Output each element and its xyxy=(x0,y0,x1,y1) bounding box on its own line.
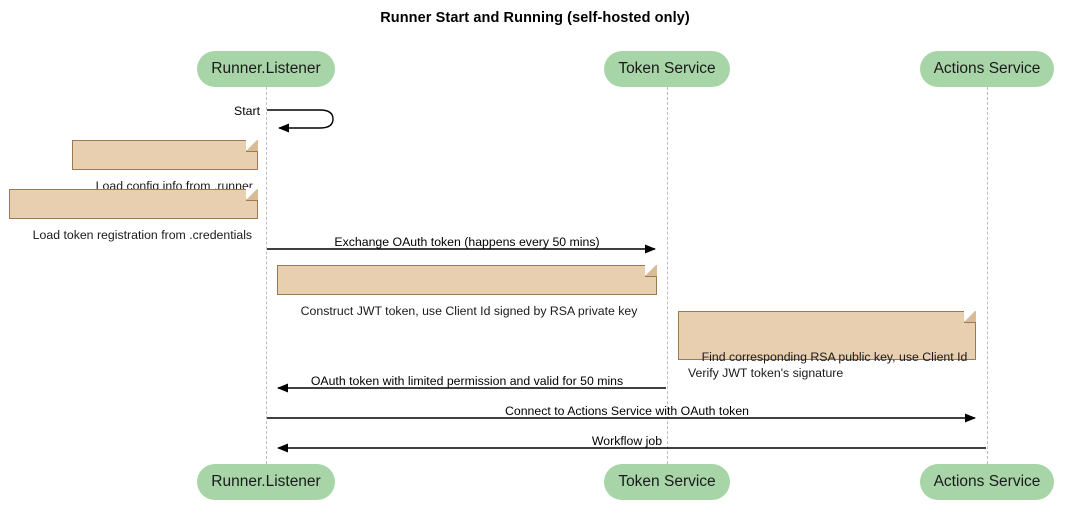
note-verify-jwt: Find corresponding RSA public key, use C… xyxy=(678,310,976,380)
note-fold-corner-icon xyxy=(964,310,976,323)
note-text: Construct JWT token, use Client Id signe… xyxy=(300,304,638,318)
participant-token-bottom[interactable]: Token Service xyxy=(604,464,730,500)
message-label-oauth-return: OAuth token with limited permission and … xyxy=(310,374,624,388)
arrow-msg-start xyxy=(267,109,334,133)
lifeline-runner xyxy=(266,87,267,464)
note-text: Load token registration from .credential… xyxy=(32,228,253,242)
page-title: Runner Start and Running (self-hosted on… xyxy=(380,10,690,26)
participant-actions-top[interactable]: Actions Service xyxy=(920,51,1054,87)
lifeline-token xyxy=(667,87,668,464)
message-label-start: Start xyxy=(234,104,260,118)
note-load-config: Load config info from .runner xyxy=(72,139,258,193)
note-fold-corner-icon xyxy=(645,264,657,277)
message-label-exchange-oauth: Exchange OAuth token (happens every 50 m… xyxy=(334,235,600,249)
participant-runner-top[interactable]: Runner.Listener xyxy=(197,51,335,87)
participant-label: Actions Service xyxy=(933,60,1041,77)
participant-label: Actions Service xyxy=(933,473,1041,490)
note-construct-jwt: Construct JWT token, use Client Id signe… xyxy=(277,264,657,318)
participant-label: Token Service xyxy=(618,473,716,490)
message-label-connect-actions: Connect to Actions Service with OAuth to… xyxy=(504,404,750,418)
participant-label: Runner.Listener xyxy=(211,473,321,490)
note-fold-corner-icon xyxy=(246,188,258,201)
participant-label: Runner.Listener xyxy=(211,60,321,77)
lifeline-actions xyxy=(987,87,988,464)
participant-token-top[interactable]: Token Service xyxy=(604,51,730,87)
participant-label: Token Service xyxy=(618,60,716,77)
note-load-token-registration: Load token registration from .credential… xyxy=(9,188,258,242)
participant-actions-bottom[interactable]: Actions Service xyxy=(920,464,1054,500)
note-text: Find corresponding RSA public key, use C… xyxy=(688,350,968,380)
message-label-workflow-job: Workflow job xyxy=(591,434,663,448)
note-fold-corner-icon xyxy=(246,139,258,152)
participant-runner-bottom[interactable]: Runner.Listener xyxy=(197,464,335,500)
